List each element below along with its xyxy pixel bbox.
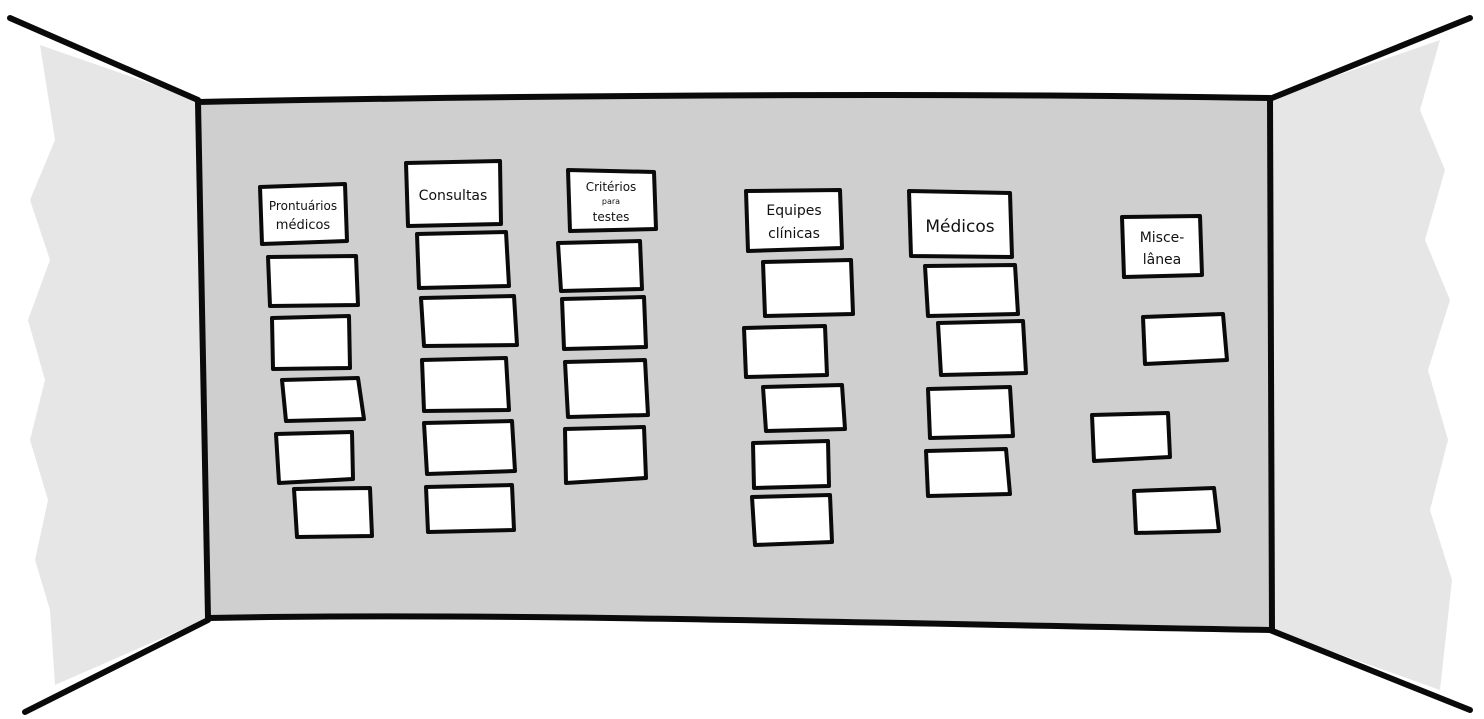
category-label-line: para [602,197,620,206]
idea-card [1141,312,1229,366]
corner-line-bottom-right [1267,627,1473,713]
category-label-line: Equipes [766,203,821,219]
category-label-line: Consultas [419,188,488,204]
category-label-line: Misce- [1140,230,1185,246]
idea-card [424,483,516,534]
category-label-line: Prontuários [269,199,337,213]
category-card-frame [1120,214,1204,279]
category-label-line: testes [593,210,630,224]
category-card-frame [907,189,1014,259]
category-label-line: lânea [1143,252,1182,268]
column-miscelanea: Misce- lânea [1090,214,1229,535]
idea-card [419,294,519,348]
category-card-frame [744,188,844,253]
corner-line-top-left [7,15,201,103]
category-label-line: Critérios [586,180,637,194]
category-card-equipes: Equipes clínicas [744,188,844,253]
idea-card [560,295,648,351]
idea-card [415,230,511,290]
idea-card [926,385,1015,440]
idea-card [1090,411,1172,463]
idea-card [923,263,1020,318]
idea-card [280,376,366,423]
category-card-miscelanea: Misce- lânea [1120,214,1204,279]
category-card-frame [258,182,349,246]
category-card-consultas: Consultas [404,159,503,228]
category-card-frame [404,159,503,228]
column-consultas: Consultas [404,159,519,534]
column-equipes: Equipes clínicas [742,188,855,547]
corner-line-top-right [1269,15,1473,101]
idea-card [563,358,650,419]
column-prontuarios: Prontuários médicos [258,182,374,539]
column-criterios: Critérios para testes [556,168,658,485]
category-label-line: Médicos [925,217,994,237]
idea-card [563,425,648,485]
idea-card [274,430,355,485]
category-label-line: clínicas [768,226,820,242]
idea-card [742,324,829,379]
idea-card [270,314,352,371]
idea-card [1132,486,1221,535]
right-wall-shade [1272,40,1452,690]
category-card-prontuarios: Prontuários médicos [258,182,349,246]
idea-card [761,383,847,433]
column-medicos: Médicos [907,189,1028,498]
idea-card [422,419,517,476]
idea-card [556,239,644,293]
idea-card [761,258,855,318]
idea-card [292,486,374,539]
idea-card [420,356,511,413]
idea-card [750,493,834,547]
category-label-line: médicos [276,218,331,233]
back-wall [195,92,1275,633]
category-card-medicos: Médicos [907,189,1014,259]
corner-line-bottom-left [22,617,211,715]
idea-card [936,319,1028,377]
idea-card [751,439,831,490]
category-card-criterios: Critérios para testes [566,168,658,233]
category-card-frame [566,168,658,233]
idea-card [924,447,1012,498]
left-wall-shade [28,45,208,685]
room-lines [7,15,1473,715]
idea-card [266,254,360,308]
